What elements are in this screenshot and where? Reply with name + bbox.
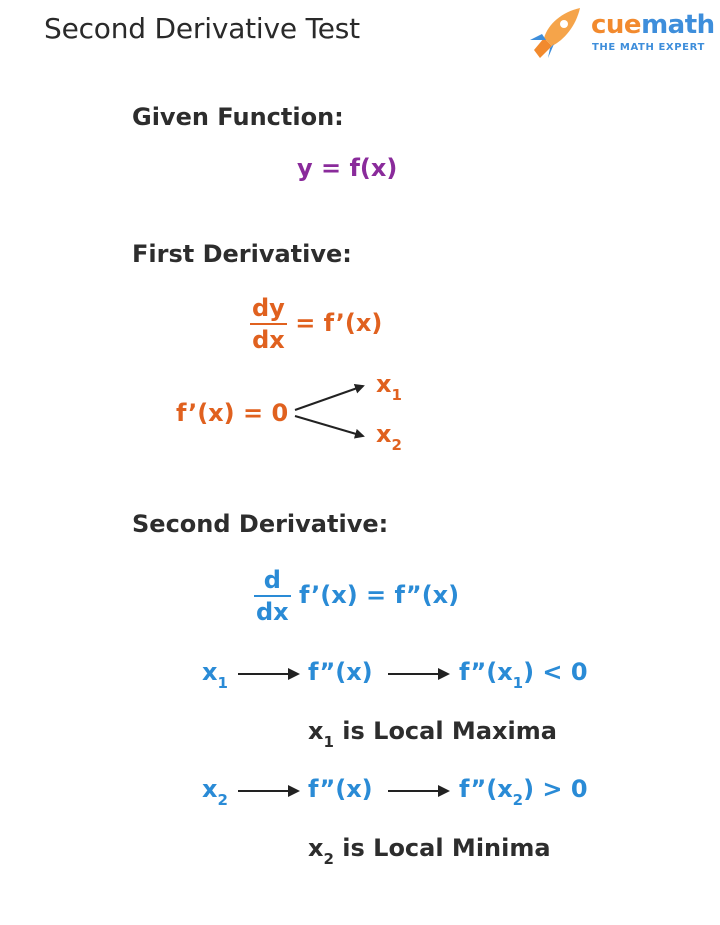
first-derivative-equation: dy dx = f’(x) [250,296,382,352]
first-derivative-rhs: = f’(x) [295,309,383,337]
given-equation: y = f(x) [297,154,398,182]
arrow-right-icon [388,785,450,797]
arrow-right-icon [238,668,300,680]
row1-result: f”(x1) < 0 [459,658,588,692]
row1-x-base: x [202,658,218,686]
page-title: Second Derivative Test [44,12,360,45]
first-derivative-heading: First Derivative: [132,240,352,268]
row2-x-base: x [202,775,218,803]
rocket-icon [530,8,580,58]
row2-x-subscript: 2 [217,791,228,809]
root-x1-subscript: 1 [391,386,402,404]
row1-result-suffix: ) < 0 [523,658,588,686]
row2-x: x2 [202,775,228,809]
critical-point-equation: f’(x) = 0 [176,399,289,427]
row1-conclusion: x1 is Local Maxima [308,717,557,751]
second-derivative-heading: Second Derivative: [132,510,389,538]
arrow-right-icon [388,668,450,680]
root-x2-base: x [376,420,392,448]
row2-result-prefix: f”(x [459,775,513,803]
row1-result-subscript: 1 [512,674,524,692]
brand-tagline: THE MATH EXPERT [592,42,705,53]
brand-part-cue: cue [591,10,642,40]
arrow-right-icon [238,785,300,797]
row1-x-subscript: 1 [217,674,228,692]
dy-dx-fraction: dy dx [250,296,287,352]
fraction-numerator: d [263,566,281,594]
row2-result-subscript: 2 [512,791,524,809]
row1-result-prefix: f”(x [459,658,513,686]
second-derivative-equation: d dx f’(x) = f”(x) [254,568,459,624]
row2-conclusion-subscript: 2 [323,850,334,868]
row2-conclusion-text: is Local Minima [333,834,551,862]
row2-conclusion: x2 is Local Minima [308,834,551,868]
root-x1-base: x [376,370,392,398]
root-x2: x2 [376,420,402,454]
row1-conclusion-subscript: 1 [323,733,334,751]
brand-name: cuemath [591,10,715,40]
row1-conclusion-base: x [308,717,324,745]
row1-x: x1 [202,658,228,692]
given-function-heading: Given Function: [132,103,344,131]
branch-arrows [294,383,365,439]
fraction-denominator: dx [250,323,287,352]
root-x2-subscript: 2 [391,436,402,454]
fraction-numerator: dy [252,294,285,322]
row2-conclusion-base: x [308,834,324,862]
root-x1: x1 [376,370,402,404]
row1-second-derivative: f”(x) [308,658,373,686]
row2-result: f”(x2) > 0 [459,775,588,809]
second-derivative-rhs: f’(x) = f”(x) [299,581,460,609]
brand-part-math: math [641,10,715,40]
row1-conclusion-text: is Local Maxima [333,717,557,745]
d-dx-fraction: d dx [254,568,291,624]
row2-result-suffix: ) > 0 [523,775,588,803]
row2-second-derivative: f”(x) [308,775,373,803]
fraction-denominator: dx [254,595,291,624]
